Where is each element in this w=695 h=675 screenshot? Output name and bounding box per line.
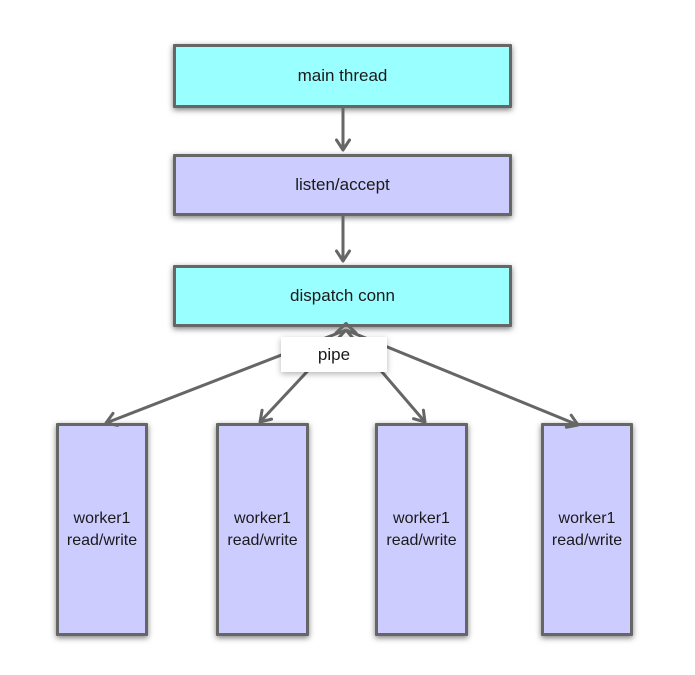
node-worker-1-label: worker1 read/write	[66, 509, 138, 549]
node-worker-3: worker1 read/write	[375, 423, 468, 636]
node-worker-2: worker1 read/write	[216, 423, 309, 636]
node-main-thread-label: main thread	[297, 66, 388, 85]
node-listen-accept-label: listen/accept	[295, 175, 390, 194]
node-worker-2-label: worker1 read/write	[227, 509, 298, 549]
node-pipe: pipe	[281, 337, 387, 372]
node-main-thread: main thread	[173, 44, 512, 108]
node-worker-3-label: worker1 read/write	[386, 509, 457, 549]
node-dispatch-conn: dispatch conn	[173, 265, 512, 327]
node-worker-4-label: worker1 read/write	[551, 509, 623, 549]
node-listen-accept: listen/accept	[173, 154, 512, 216]
node-worker-1: worker1 read/write	[56, 423, 148, 636]
node-dispatch-conn-label: dispatch conn	[290, 286, 395, 305]
node-pipe-label: pipe	[317, 344, 351, 364]
node-worker-4: worker1 read/write	[541, 423, 633, 636]
